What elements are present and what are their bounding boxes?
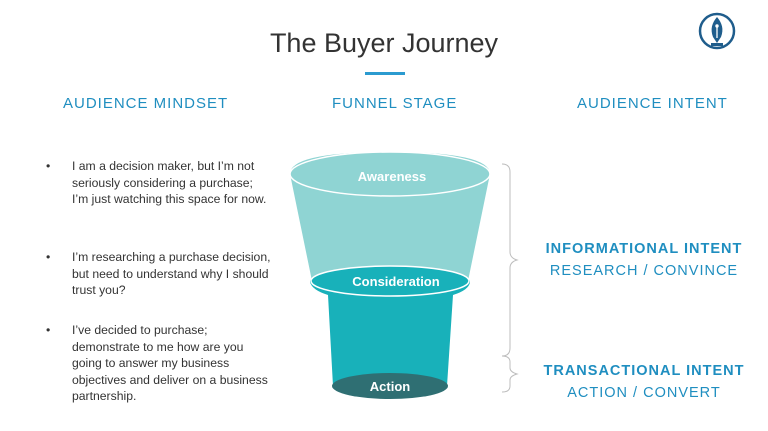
- funnel-body-lower: [310, 268, 470, 386]
- mindset-bullet: • I am a decision maker, but I’m not ser…: [46, 158, 296, 208]
- stage-label-awareness: Awareness: [358, 169, 426, 184]
- page-title: The Buyer Journey: [269, 28, 499, 58]
- mindset-bullet-text: I am a decision maker, but I’m not serio…: [72, 159, 267, 206]
- intent-title: INFORMATIONAL INTENT: [545, 241, 743, 257]
- intent-title: TRANSACTIONAL INTENT: [543, 363, 745, 379]
- mindset-bullet: • I’ve decided to purchase; demonstrate …: [46, 322, 296, 405]
- bullet-dot: •: [46, 323, 51, 337]
- intent-subtitle: RESEARCH / CONVINCE: [549, 263, 739, 279]
- title-underline: [365, 72, 405, 75]
- bullet-dot: •: [46, 159, 51, 173]
- mindset-bullet: • I’m researching a purchase decision, b…: [46, 249, 296, 299]
- header-audience-mindset: AUDIENCE MINDSET: [63, 95, 229, 112]
- mindset-bullet-text: I’ve decided to purchase; demonstrate to…: [72, 323, 268, 403]
- stage-label-action: Action: [370, 379, 411, 394]
- header-audience-intent: AUDIENCE INTENT: [577, 95, 728, 112]
- funnel-action-ellipse: [332, 373, 448, 399]
- funnel-consideration-ellipse: [310, 265, 470, 297]
- mindset-bullet-text: I’m researching a purchase decision, but…: [72, 250, 271, 297]
- intent-informational: INFORMATIONAL INTENT RESEARCH / CONVINCE: [520, 238, 768, 282]
- bracket-transactional: [501, 355, 519, 393]
- stage-label-consideration: Consideration: [352, 274, 439, 289]
- intent-transactional: TRANSACTIONAL INTENT ACTION / CONVERT: [520, 360, 768, 404]
- bracket-informational: [501, 163, 519, 357]
- header-funnel-stage: FUNNEL STAGE: [332, 95, 458, 112]
- bullet-dot: •: [46, 250, 51, 264]
- funnel-top-ellipse: [289, 151, 491, 197]
- pen-nib-logo-icon: [698, 12, 736, 50]
- intent-subtitle: ACTION / CONVERT: [567, 385, 721, 401]
